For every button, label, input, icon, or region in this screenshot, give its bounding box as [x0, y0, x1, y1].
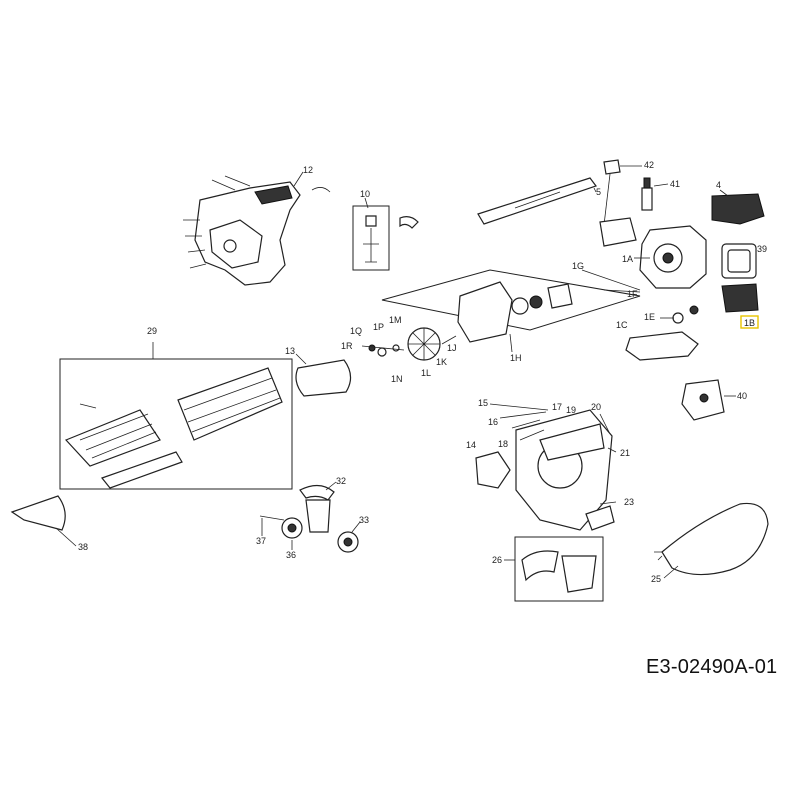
label-1R: 1R — [341, 341, 353, 351]
drawing-code: E3-02490A-01 — [646, 656, 778, 678]
label-1M: 1M — [389, 315, 402, 325]
part-14-21-blower-housing[interactable] — [475, 403, 617, 531]
label-41: 41 — [670, 179, 680, 189]
part-13-sleeve[interactable] — [295, 353, 352, 397]
part-26-cover-kit[interactable] — [504, 536, 604, 602]
small-hardware-1P-1Q-1R[interactable] — [361, 335, 457, 357]
label-13: 13 — [285, 346, 295, 356]
label-37: 37 — [256, 536, 266, 546]
label-12: 12 — [303, 165, 313, 175]
label-17: 17 — [552, 402, 562, 412]
label-21: 21 — [620, 448, 630, 458]
label-38: 38 — [78, 542, 88, 552]
label-14: 14 — [466, 440, 476, 450]
label-33: 33 — [359, 515, 369, 525]
part-4-filter-cover[interactable] — [711, 189, 765, 225]
part-38-nozzle[interactable] — [10, 495, 77, 547]
label-23: 23 — [624, 497, 634, 507]
callout-labels: 12 10 42 5 41 4 39 1A 1G 1F 1B 1E 1C 29 … — [78, 160, 767, 584]
label-29: 29 — [147, 326, 157, 336]
part-12-housing[interactable] — [183, 171, 331, 286]
label-10: 10 — [360, 189, 370, 199]
part-5-tube[interactable] — [477, 177, 597, 225]
part-40-carburetor[interactable] — [681, 379, 736, 421]
label-1H: 1H — [510, 353, 522, 363]
part-1B-filter[interactable] — [721, 283, 759, 329]
label-1B: 1B — [744, 318, 755, 328]
label-20: 20 — [591, 402, 601, 412]
label-1L: 1L — [421, 368, 431, 378]
label-1J: 1J — [447, 343, 457, 353]
label-1C: 1C — [616, 320, 628, 330]
label-32: 32 — [336, 476, 346, 486]
part-1H-motor-assembly[interactable] — [381, 269, 641, 353]
part-1A-engine[interactable] — [634, 225, 707, 289]
part-39-filter-frame[interactable] — [721, 243, 757, 279]
label-1K: 1K — [436, 357, 447, 367]
part-29-blower-tubes[interactable] — [59, 342, 293, 490]
part-25-bag[interactable] — [654, 502, 769, 579]
label-1N: 1N — [391, 374, 403, 384]
label-39: 39 — [757, 244, 767, 254]
part-1M-fan[interactable] — [407, 327, 441, 361]
label-36: 36 — [286, 550, 296, 560]
part-1E-1C-bracket[interactable] — [625, 305, 699, 361]
label-1P: 1P — [373, 322, 384, 332]
part-32-36-37-33-wheels[interactable] — [259, 481, 361, 553]
label-1Q: 1Q — [350, 326, 362, 336]
part-41-spark-plug[interactable] — [641, 177, 669, 211]
label-5: 5 — [596, 187, 601, 197]
label-26: 26 — [492, 555, 502, 565]
label-15: 15 — [478, 398, 488, 408]
label-42: 42 — [644, 160, 654, 170]
label-1E: 1E — [644, 312, 655, 322]
label-1F: 1F — [627, 289, 638, 299]
label-4: 4 — [716, 180, 721, 190]
label-1A: 1A — [622, 254, 633, 264]
label-1G: 1G — [572, 261, 584, 271]
part-42-ignition[interactable] — [599, 159, 642, 247]
label-19: 19 — [566, 405, 576, 415]
label-18: 18 — [498, 439, 508, 449]
part-10-kit[interactable] — [352, 197, 419, 271]
label-40: 40 — [737, 391, 747, 401]
label-16: 16 — [488, 417, 498, 427]
label-25: 25 — [651, 574, 661, 584]
